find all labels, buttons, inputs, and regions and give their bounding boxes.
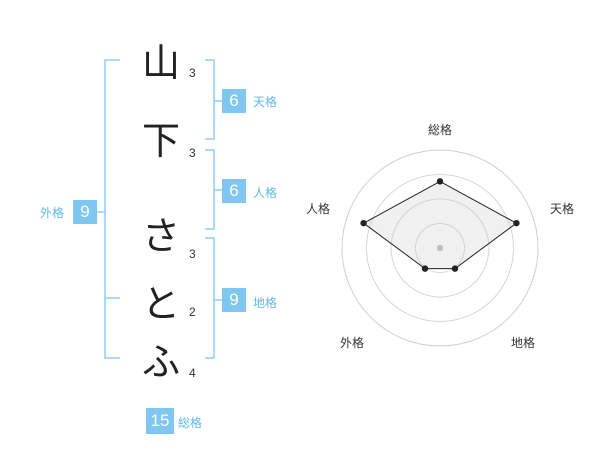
- radar-ring-2: [390, 198, 490, 298]
- radar-axis-label-soukaku: 総格: [428, 123, 453, 137]
- radar-axis-label-gaikaku: 外格: [340, 336, 365, 350]
- radar-axis-label-jinkaku: 人格: [306, 202, 331, 216]
- stroke-count-2: 3: [189, 146, 196, 160]
- soukaku-label: 総格: [178, 416, 203, 430]
- radar-point-5: [360, 219, 367, 227]
- radar-center-dot: [437, 245, 443, 251]
- jinkaku-value-box: 6: [222, 179, 246, 203]
- name-char-2: 下: [141, 119, 180, 163]
- gaikaku-label: 外格: [40, 206, 65, 220]
- jinkaku-label: 人格: [253, 186, 278, 200]
- name-char-3: さ: [141, 214, 180, 258]
- tenkaku-label: 天格: [253, 95, 278, 109]
- soukaku-value-box: 15: [146, 408, 174, 434]
- radar-ring-3: [366, 174, 514, 322]
- radar-axis-label-chikaku: 地格: [511, 336, 536, 350]
- radar-axis-label-tenkaku: 天格: [550, 202, 575, 216]
- stroke-count-4: 2: [189, 305, 196, 319]
- tenkaku-value-box: 6: [222, 89, 246, 113]
- name-char-5: ふ: [141, 340, 180, 384]
- stroke-count-3: 3: [189, 247, 196, 261]
- chikaku-label: 地格: [253, 296, 278, 310]
- name-char-4: と: [141, 282, 180, 326]
- radar-point-3: [451, 265, 459, 272]
- radar-series-polygon: [362, 180, 518, 270]
- chikaku-value-box: 9: [222, 288, 246, 312]
- stroke-count-1: 3: [189, 66, 196, 80]
- tenkaku-bracket: [205, 59, 215, 140]
- radar-point-1: [436, 178, 444, 185]
- gaikaku-bracket: [104, 59, 120, 359]
- name-char-1: 山: [141, 41, 180, 85]
- radar-point-2: [513, 219, 520, 227]
- chikaku-bracket: [205, 237, 215, 359]
- stroke-count-5: 4: [189, 366, 196, 380]
- radar-point-4: [421, 265, 429, 272]
- gaikaku-value-box: 9: [73, 200, 97, 224]
- radar-ring-1: [415, 223, 465, 273]
